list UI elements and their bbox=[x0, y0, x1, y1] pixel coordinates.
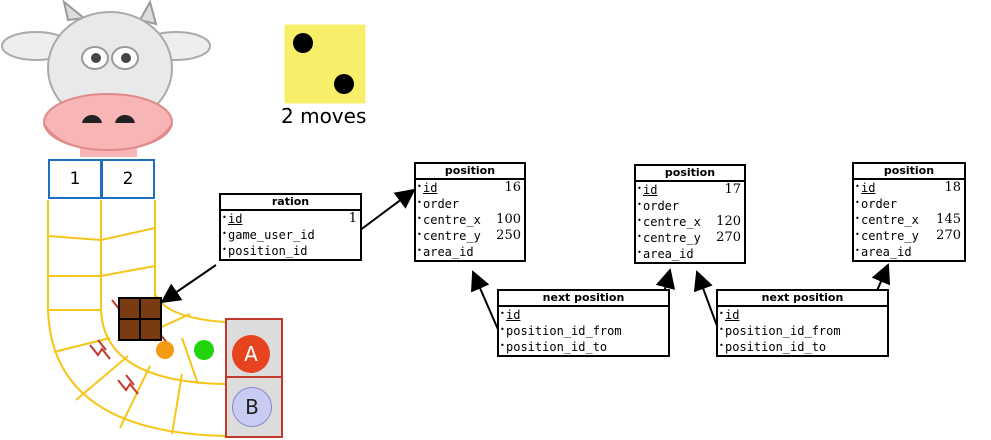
table-row: order bbox=[636, 197, 744, 214]
table-row: position_id_from bbox=[718, 322, 887, 339]
table-row: order bbox=[416, 195, 524, 212]
ration-token[interactable] bbox=[118, 297, 162, 341]
table-title: position bbox=[416, 164, 524, 180]
moves-count: 2 moves bbox=[281, 104, 367, 128]
table-row: id1 bbox=[221, 210, 360, 227]
table-row: position_id bbox=[221, 242, 360, 259]
table-title: ration bbox=[221, 195, 360, 211]
table-row: area_id bbox=[636, 245, 744, 262]
table-row: game_user_id bbox=[221, 226, 360, 243]
spot-a[interactable]: A bbox=[225, 318, 283, 386]
table-title: position bbox=[854, 164, 964, 180]
table-row: id bbox=[499, 306, 668, 323]
die-icon bbox=[284, 24, 366, 104]
table-row: id bbox=[718, 306, 887, 323]
table-title: position bbox=[636, 166, 744, 182]
table-title: next position bbox=[718, 291, 887, 307]
ration-table: ration id1 game_user_id position_id bbox=[219, 193, 362, 261]
spot-b[interactable]: B bbox=[225, 376, 283, 438]
table-title: next position bbox=[499, 291, 668, 307]
track-cell-1[interactable]: 1 bbox=[48, 159, 102, 199]
token-b[interactable]: B bbox=[232, 387, 272, 427]
next-position-table-2: next position id position_id_from positi… bbox=[716, 289, 889, 357]
track-cell-2[interactable]: 2 bbox=[101, 159, 155, 199]
table-row: position_id_to bbox=[718, 338, 887, 355]
orange-marker bbox=[156, 341, 174, 359]
token-a[interactable]: A bbox=[232, 335, 270, 373]
table-row: area_id bbox=[854, 243, 964, 260]
next-position-table-1: next position id position_id_from positi… bbox=[497, 289, 670, 357]
table-row: order bbox=[854, 195, 964, 212]
game-track bbox=[47, 200, 226, 437]
green-marker bbox=[194, 340, 214, 360]
table-row: position_id_to bbox=[499, 338, 668, 355]
table-row: position_id_from bbox=[499, 322, 668, 339]
cow-icon bbox=[1, 0, 211, 157]
table-row: area_id bbox=[416, 243, 524, 260]
